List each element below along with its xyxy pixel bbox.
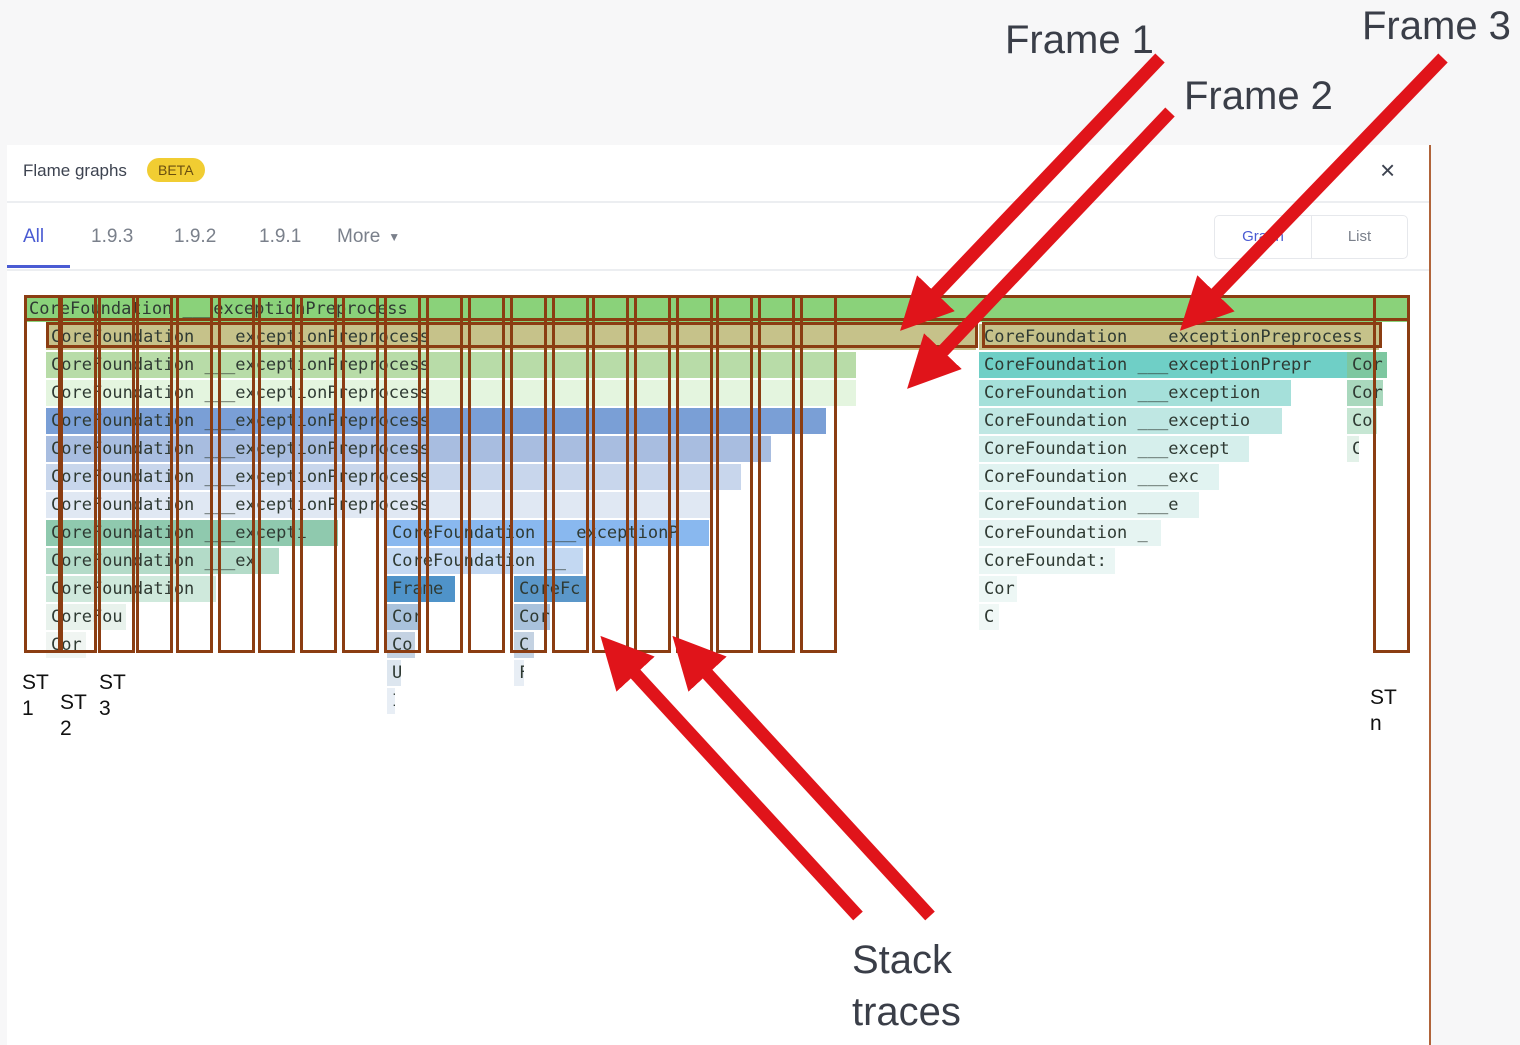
flame-frame[interactable]: Cor	[514, 604, 550, 630]
panel-header: Flame graphs BETA ×	[7, 145, 1429, 203]
flame-frame[interactable]: CoreFoundation ___exceptionPreprocess	[46, 408, 826, 434]
flame-frame[interactable]: CoreFoundation	[46, 576, 216, 602]
close-icon[interactable]: ×	[1380, 155, 1396, 185]
st2-label-top: ST	[60, 691, 87, 714]
stack-traces-label-1: Stack	[852, 938, 953, 982]
flame-frame-root[interactable]: CoreFoundation ___exceptionPreprocess	[24, 296, 1410, 322]
st1-label: ST 1	[22, 670, 49, 722]
flame-frame[interactable]: CoreFoundation __	[387, 548, 583, 574]
frame-1-label: Frame 1	[1005, 18, 1154, 62]
flame-frame[interactable]: CoreFoundat:	[979, 548, 1115, 574]
flame-frame[interactable]: CoreFoundation ___e	[979, 492, 1199, 518]
stack-traces-label-2: traces	[852, 990, 961, 1034]
beta-badge: BETA	[147, 158, 205, 182]
flame-frame[interactable]: CoreFoundation ___exception	[979, 380, 1291, 406]
tab-more-label: More	[337, 226, 381, 247]
flame-frame[interactable]: CoreFoundation ___exceptionPrepr	[979, 352, 1349, 378]
caret-down-icon: ▼	[388, 229, 401, 244]
flame-frame[interactable]: CoreFoundation ___exceptionPreprocess	[46, 324, 976, 350]
flame-frame[interactable]: Cor	[1347, 352, 1387, 378]
flame-frame[interactable]: C	[514, 632, 534, 658]
flame-frame[interactable]: C	[979, 604, 999, 630]
tab-all[interactable]: All	[23, 226, 45, 247]
flame-frame[interactable]: Frame	[387, 576, 455, 602]
tab-1-9-1[interactable]: 1.9.1	[259, 226, 302, 247]
view-toggle: Graph List	[1214, 215, 1408, 259]
flame-frame[interactable]: UI	[387, 660, 401, 686]
panel-title: Flame graphs	[23, 161, 127, 180]
st2-label: ST 2	[60, 690, 87, 742]
st3-label-top: ST	[99, 671, 126, 694]
flame-frame[interactable]: CoreFoundation ___exceptionPreprocess	[979, 324, 1379, 350]
st2-label-bottom: 2	[60, 717, 72, 740]
flame-frame[interactable]: CoreFoundation ___exceptionPreprocess	[46, 464, 741, 490]
flame-frame[interactable]: F	[514, 660, 524, 686]
frame-2-label: Frame 2	[1184, 74, 1333, 118]
flame-frame[interactable]: CoreFoundation ___excepti	[46, 520, 338, 546]
flame-frame[interactable]: CoreFoundation ___exceptionPreprocess	[46, 380, 856, 406]
flame-frame[interactable]: CoreFoundation ___exceptionPreprocess	[46, 492, 711, 518]
st3-label: ST 3	[99, 670, 126, 722]
flame-frame[interactable]: CoreFoundation ___except	[979, 436, 1249, 462]
tab-more[interactable]: More ▼	[337, 226, 400, 248]
flame-frame[interactable]: CoreFc	[514, 576, 588, 602]
flame-frame[interactable]: CoreFou	[46, 604, 126, 630]
flame-frame[interactable]: Cor	[1347, 380, 1383, 406]
flame-frame[interactable]: Cor	[979, 576, 1017, 602]
tab-1-9-2[interactable]: 1.9.2	[174, 226, 217, 247]
flame-frame[interactable]: Cor	[46, 632, 86, 658]
stn-label-bottom: n	[1370, 712, 1382, 735]
flame-graphs-panel: Flame graphs BETA × All 1.9.3 1.9.2 1.9.…	[7, 145, 1431, 1045]
flame-frame[interactable]: I	[387, 688, 395, 714]
st1-label-top: ST	[22, 671, 49, 694]
graph-view-button[interactable]: Graph	[1215, 216, 1312, 258]
stn-label: ST n	[1370, 685, 1397, 737]
st1-label-bottom: 1	[22, 697, 34, 720]
flame-frame[interactable]: Cor	[387, 604, 419, 630]
flame-frame[interactable]: CoreFoundation ___exceptionPreprocess	[46, 352, 856, 378]
flame-frame[interactable]: CoreFoundation ___exceptio	[979, 408, 1282, 434]
flame-frame[interactable]: C	[1347, 436, 1359, 462]
flame-frame[interactable]: CoreFoundation ___exceptionPreprocess	[46, 436, 771, 462]
flame-frame[interactable]: Co:	[387, 632, 415, 658]
flame-frame[interactable]: CoreFoundation _	[979, 520, 1161, 546]
tab-1-9-3[interactable]: 1.9.3	[91, 226, 134, 247]
st3-label-bottom: 3	[99, 697, 111, 720]
frame-3-label: Frame 3	[1362, 4, 1511, 48]
flame-frame[interactable]: Co	[1347, 408, 1377, 434]
version-tabs: All 1.9.3 1.9.2 1.9.1 More ▼ Graph List	[7, 203, 1429, 271]
list-view-button[interactable]: List	[1347, 228, 1372, 245]
flame-frame[interactable]: CoreFoundation ___ex	[46, 548, 279, 574]
active-tab-indicator	[7, 265, 70, 268]
stn-label-top: ST	[1370, 686, 1397, 709]
flame-frame[interactable]: CoreFoundation ___exc	[979, 464, 1219, 490]
flame-frame[interactable]: CoreFoundation ___exceptionP	[387, 520, 709, 546]
